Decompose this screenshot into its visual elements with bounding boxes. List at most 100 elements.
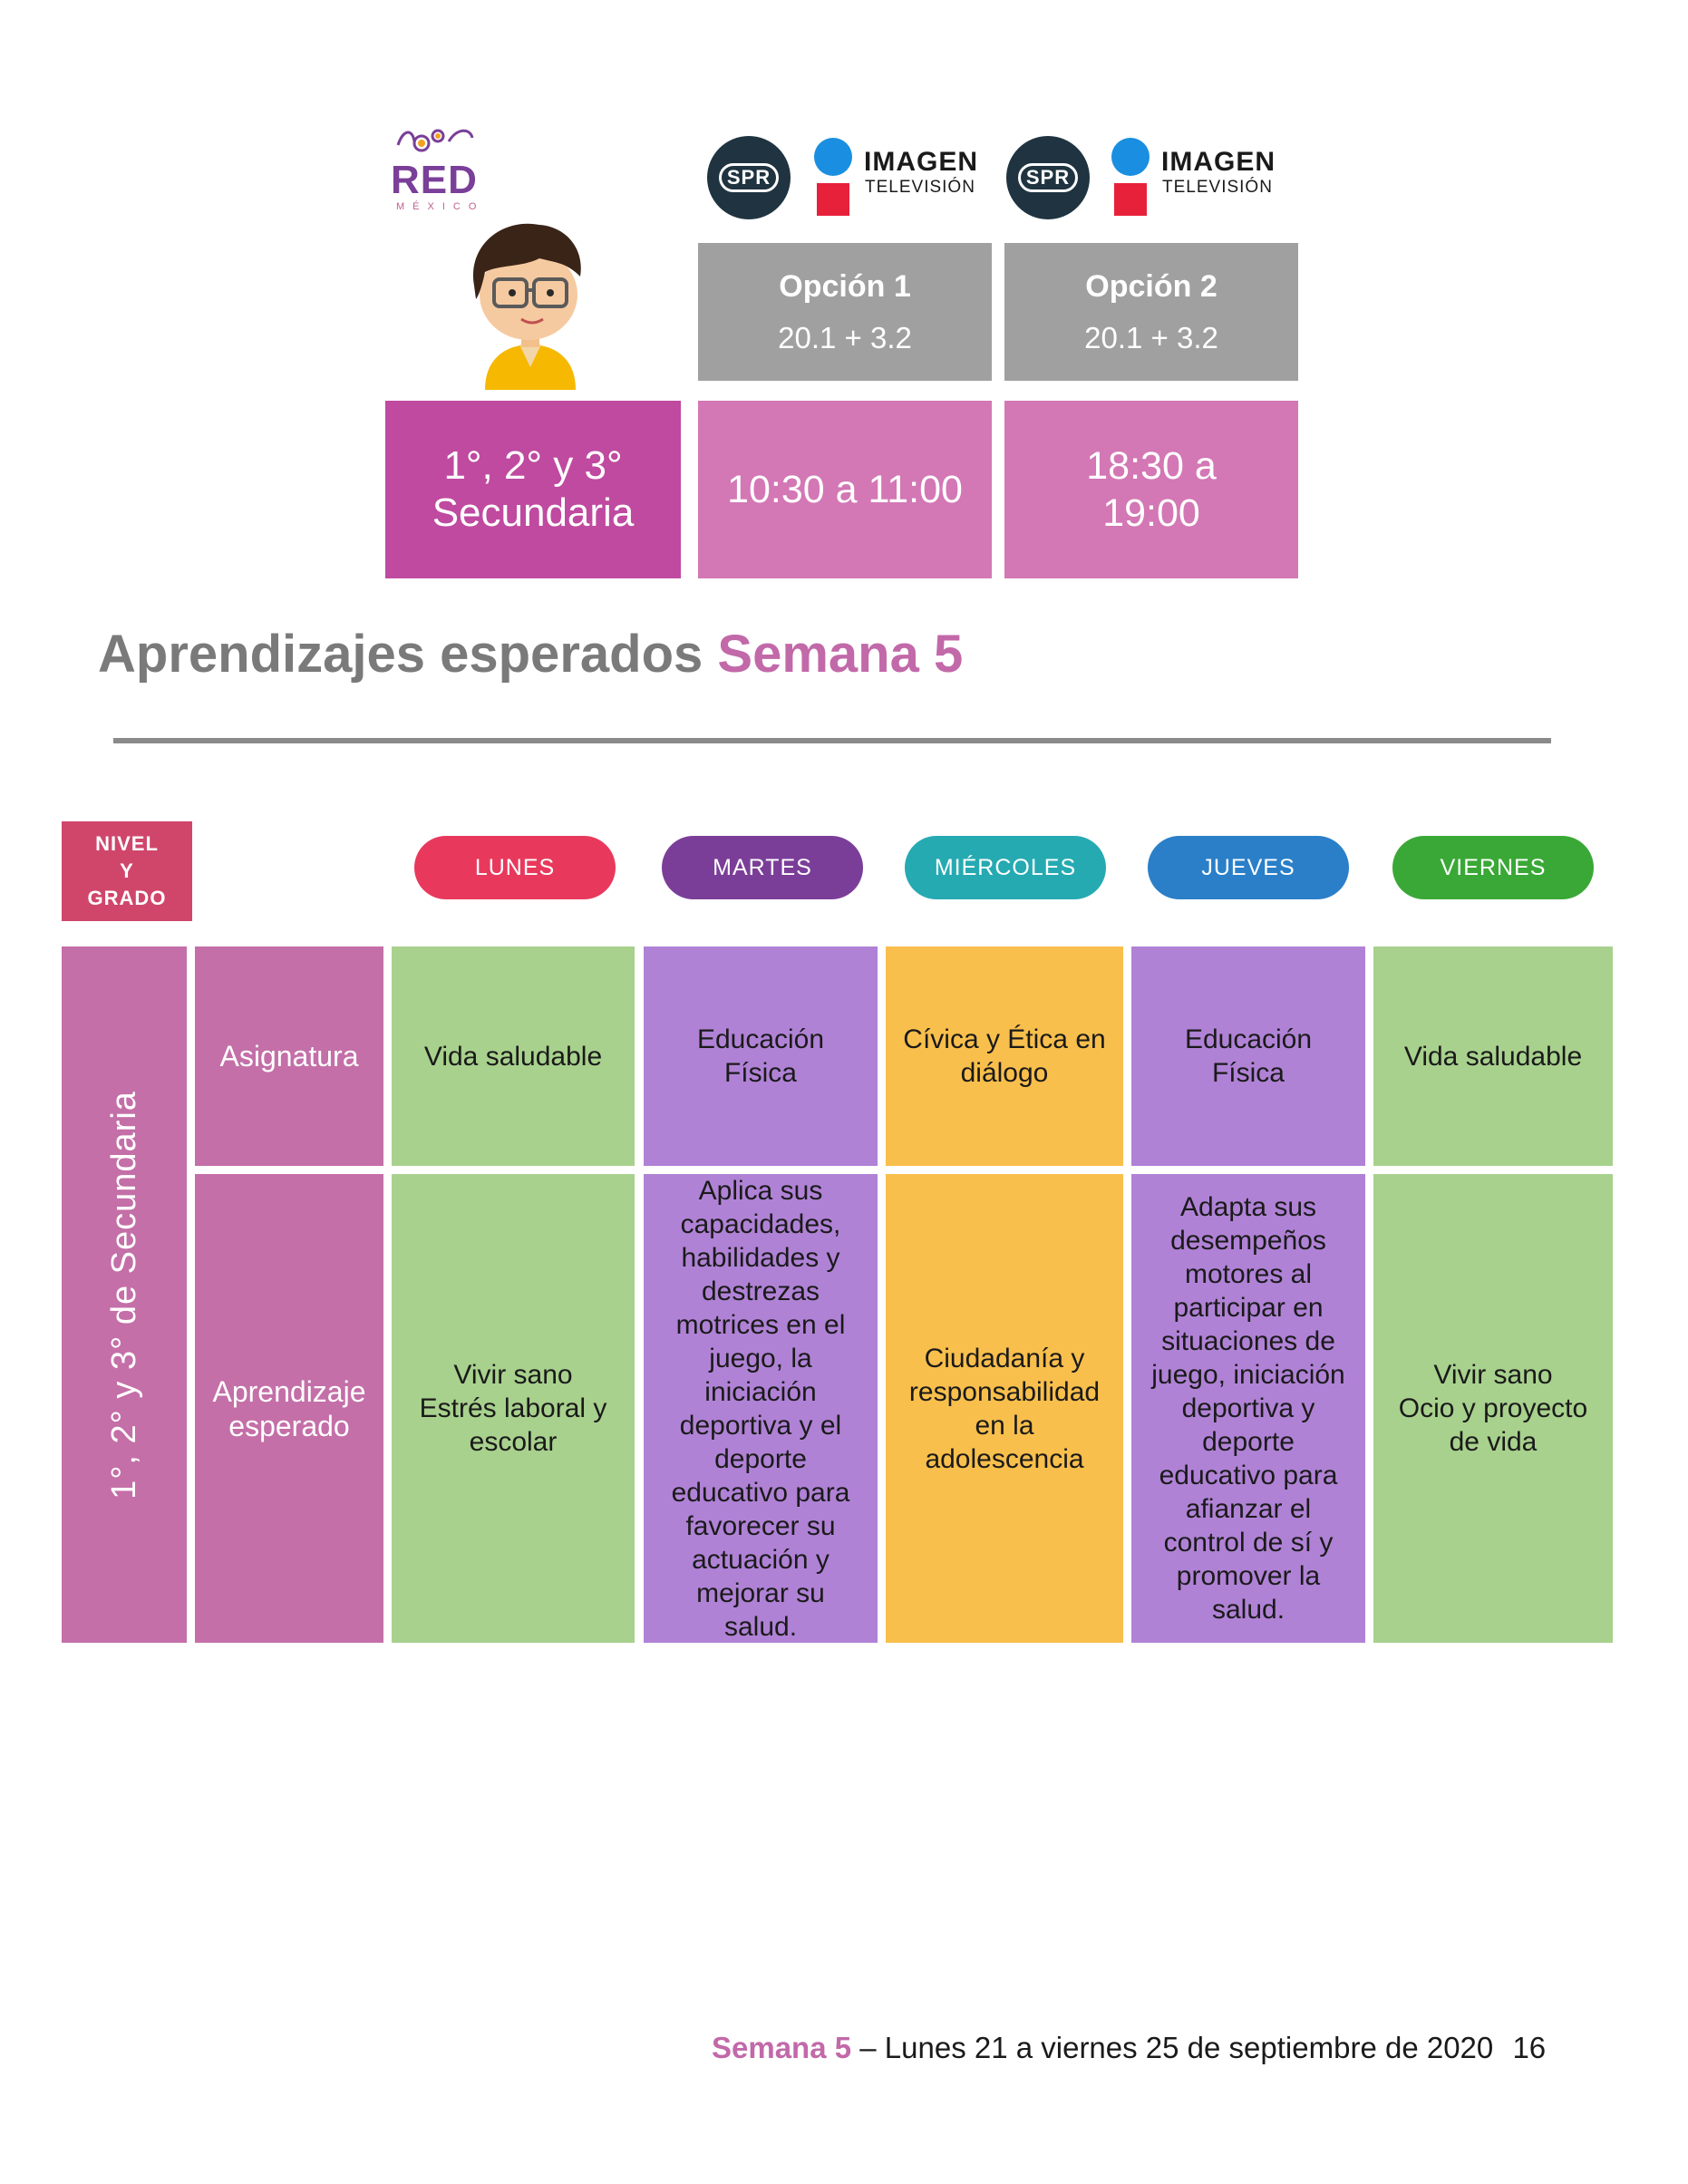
- page-number: 16: [1512, 2031, 1547, 2064]
- aprendizaje-jueves-line: deporte: [1202, 1427, 1295, 1457]
- option-1-title: Opción 1: [779, 268, 911, 304]
- student-illustration: [472, 223, 581, 390]
- asignatura-jueves-line-2: Física: [1211, 1058, 1285, 1088]
- aprendizaje-viernes-line: Vivir sano: [1433, 1360, 1553, 1390]
- aprendizaje-jueves-line: educativo para: [1159, 1461, 1338, 1490]
- aprendizaje-jueves-line: participar en: [1173, 1293, 1324, 1323]
- aprendizaje-jueves-line: afianzar el: [1185, 1494, 1312, 1524]
- imagen-blue-circle-icon: [814, 138, 852, 176]
- option-2-time: 18:30 a 19:00: [1004, 401, 1298, 578]
- aprendizaje-martes-line: mejorar su: [696, 1577, 825, 1608]
- option-2-time-line-1: 18:30 a: [1086, 444, 1217, 488]
- spr-logo-text: SPR: [1017, 163, 1079, 192]
- aprendizaje-martes-line: educativo para: [671, 1477, 850, 1508]
- imagen-television-logo: IMAGEN TELEVISIÓN: [1111, 138, 1293, 219]
- grade-line-2: Secundaria: [432, 490, 635, 535]
- aprendizaje-lunes-line: Vivir sano: [453, 1360, 573, 1390]
- imagen-television-logo: IMAGEN TELEVISIÓN: [814, 138, 995, 219]
- asignatura-jueves-line-1: Educación: [1184, 1024, 1313, 1054]
- option-2-box: Opción 2 20.1 + 3.2: [1004, 243, 1298, 381]
- aprendizaje-martes-line: salud.: [723, 1611, 798, 1642]
- nivel-line-1: NIVEL: [95, 832, 159, 855]
- aprendizaje-lunes-line: Estrés laboral y: [419, 1393, 607, 1423]
- aprendizaje-jueves-line: juego, iniciación: [1151, 1360, 1345, 1390]
- aprendizaje-miercoles: Ciudadanía y responsabilidad en la adole…: [886, 1174, 1123, 1643]
- aprendizaje-lunes-line: escolar: [469, 1427, 558, 1457]
- asignatura-martes: Educación Física: [644, 946, 878, 1166]
- asignatura-lunes: Vida saludable: [392, 946, 635, 1166]
- aprendizaje-jueves-line: motores al: [1184, 1259, 1313, 1289]
- spr-logo-text: SPR: [718, 163, 780, 192]
- imagen-logo-subtitle: TELEVISIÓN: [1162, 178, 1273, 197]
- footer-accent: Semana 5: [712, 2031, 852, 2064]
- option-2-title: Opción 2: [1085, 268, 1217, 304]
- imagen-blue-circle-icon: [1111, 138, 1150, 176]
- row-label-aprendizaje: Aprendizaje esperado: [195, 1174, 383, 1643]
- grade-vertical-cell: 1°, 2° y 3° de Secundaria: [62, 946, 187, 1643]
- row-label-aprendizaje-line-1: Aprendizaje: [212, 1374, 366, 1408]
- aprendizaje-martes-line: deporte: [714, 1443, 807, 1474]
- asignatura-martes-line-2: Física: [723, 1058, 797, 1088]
- heading-text: Aprendizajes esperados: [98, 625, 703, 684]
- nivel-line-2: Y: [120, 859, 134, 882]
- asignatura-viernes: Vida saludable: [1373, 946, 1613, 1166]
- aprendizaje-martes-line: iniciación: [704, 1376, 817, 1407]
- imagen-logo-subtitle: TELEVISIÓN: [865, 178, 975, 197]
- aprendizaje-martes-line: deportiva y el: [679, 1410, 842, 1441]
- aprendizaje-jueves-line: promover la: [1176, 1561, 1321, 1591]
- option-1-box: Opción 1 20.1 + 3.2: [698, 243, 992, 381]
- day-pill-miercoles: MIÉRCOLES: [905, 836, 1106, 899]
- red-logo-subtext: MÉXICO: [396, 201, 485, 212]
- nivel-grado-label: NIVEL Y GRADO: [62, 821, 192, 921]
- grade-vertical-text: 1°, 2° y 3° de Secundaria: [104, 1090, 143, 1500]
- aprendizaje-martes-line: juego, la: [709, 1343, 812, 1373]
- aprendizaje-miercoles-line: Ciudadanía y: [924, 1343, 1085, 1373]
- heading-divider: [113, 738, 1551, 743]
- spr-logo: SPR: [707, 136, 791, 219]
- aprendizaje-jueves: Adapta sus desempeños motores al partici…: [1131, 1174, 1365, 1643]
- imagen-logo-title: IMAGEN: [1161, 147, 1276, 177]
- red-logo-ornament-icon: [396, 129, 474, 152]
- aprendizaje-lunes: Vivir sano Estrés laboral y escolar: [392, 1174, 635, 1643]
- option-2-channels: 20.1 + 3.2: [1084, 320, 1218, 354]
- aprendizaje-viernes-line: Ocio y proyecto: [1398, 1393, 1588, 1423]
- asignatura-miercoles-line-2: diálogo: [960, 1058, 1049, 1088]
- imagen-logo-title: IMAGEN: [864, 147, 978, 177]
- aprendizaje-martes-line: actuación y: [692, 1544, 829, 1575]
- aprendizaje-martes-line: capacidades,: [680, 1208, 841, 1239]
- aprendizaje-jueves-line: desempeños: [1170, 1226, 1326, 1256]
- aprendizaje-martes-line: motrices en el: [675, 1309, 846, 1340]
- option-1-time-text: 10:30 a 11:00: [727, 468, 963, 511]
- heading-accent: Semana 5: [717, 625, 964, 684]
- day-pill-lunes: LUNES: [414, 836, 616, 899]
- asignatura-jueves: Educación Física: [1131, 946, 1365, 1166]
- red-logo-text: RED: [391, 158, 478, 202]
- aprendizaje-jueves-line: deportiva y: [1181, 1393, 1315, 1423]
- aprendizaje-viernes-line: de vida: [1449, 1427, 1538, 1457]
- grade-line-1: 1°, 2° y 3°: [443, 443, 623, 488]
- row-label-asignatura: Asignatura: [195, 946, 383, 1166]
- page-heading: Aprendizajes esperados Semana 5: [98, 624, 963, 684]
- day-pill-martes: MARTES: [662, 836, 863, 899]
- asignatura-miercoles-line-1: Cívica y Ética en: [903, 1024, 1106, 1054]
- page-footer: Semana 5 – Lunes 21 a viernes 25 de sept…: [712, 2031, 1546, 2065]
- row-label-aprendizaje-line-2: esperado: [228, 1409, 350, 1442]
- footer-text: – Lunes 21 a viernes 25 de septiembre de…: [851, 2031, 1494, 2064]
- asignatura-miercoles: Cívica y Ética en diálogo: [886, 946, 1123, 1166]
- aprendizaje-jueves-line: control de sí y: [1163, 1528, 1334, 1558]
- aprendizaje-jueves-line: Adapta sus: [1179, 1192, 1317, 1222]
- aprendizaje-viernes: Vivir sano Ocio y proyecto de vida: [1373, 1174, 1613, 1643]
- aprendizaje-miercoles-line: responsabilidad: [908, 1376, 1101, 1407]
- day-pill-viernes: VIERNES: [1392, 836, 1594, 899]
- aprendizaje-martes: Aplica sus capacidades, habilidades y de…: [644, 1174, 878, 1643]
- red-mexico-logo: RED MÉXICO: [385, 125, 494, 216]
- imagen-red-square-icon: [1114, 183, 1147, 216]
- option-1-channels: 20.1 + 3.2: [778, 320, 912, 354]
- nivel-line-3: GRADO: [87, 887, 167, 909]
- aprendizaje-miercoles-line: en la: [975, 1410, 1034, 1441]
- aprendizaje-miercoles-line: adolescencia: [925, 1443, 1084, 1474]
- aprendizaje-jueves-line: salud.: [1211, 1595, 1285, 1625]
- imagen-red-square-icon: [817, 183, 849, 216]
- aprendizaje-martes-line: favorecer su: [685, 1510, 836, 1541]
- day-pill-jueves: JUEVES: [1148, 836, 1349, 899]
